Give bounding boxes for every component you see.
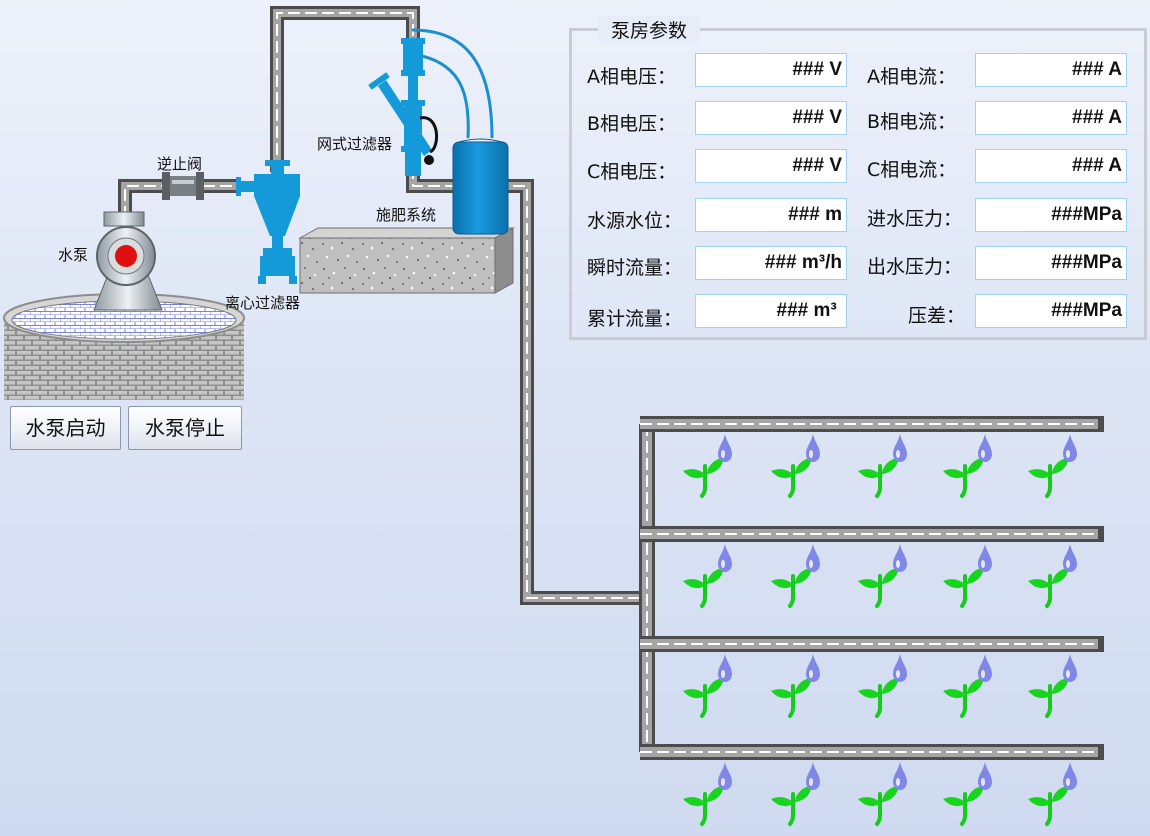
plant-icon: [941, 784, 986, 826]
label-outlet-pressure: 出水压力：: [867, 256, 963, 278]
value-b-voltage: ### V: [695, 101, 847, 135]
value-c-current: ### A: [975, 149, 1127, 183]
label-pressure-diff: 压差：: [908, 305, 966, 327]
plant-icon: [856, 566, 901, 608]
label-total-flow: 累计流量：: [587, 308, 683, 330]
plant-icon: [769, 456, 814, 498]
value-instant-flow: ### m³/h: [695, 246, 847, 280]
fertilizer-tank-icon: [298, 138, 515, 294]
water-drop-icon: [978, 762, 992, 790]
plant-icon: [1026, 456, 1071, 498]
label-b-voltage: B相电压：: [587, 113, 677, 135]
plant-icon: [769, 566, 814, 608]
water-drop-icon: [893, 434, 907, 462]
value-water-level: ### m: [695, 198, 847, 232]
water-drop-icon: [893, 654, 907, 682]
plant-icon: [941, 566, 986, 608]
plant-icon: [681, 676, 726, 718]
label-inlet-pressure: 进水压力：: [867, 208, 963, 230]
plant-icon: [769, 784, 814, 826]
pump-stop-button[interactable]: 水泵停止: [128, 406, 242, 450]
plant-icon: [681, 456, 726, 498]
screen-filter-label: 网式过滤器: [317, 135, 393, 153]
value-a-current: ### A: [975, 53, 1127, 87]
water-drop-icon: [806, 434, 820, 462]
water-drop-icon: [1063, 544, 1077, 572]
check-valve-label: 逆止阀: [157, 155, 203, 173]
water-well: [3, 293, 245, 400]
label-a-voltage: A相电压：: [587, 66, 676, 88]
water-drop-icon: [718, 434, 732, 462]
label-a-current: A相电流：: [867, 66, 956, 88]
plant-icon: [681, 566, 726, 608]
pump-label: 水泵: [58, 246, 89, 264]
label-instant-flow: 瞬时流量：: [587, 257, 683, 279]
water-drop-icon: [978, 544, 992, 572]
plant-icon: [941, 456, 986, 498]
water-drop-icon: [718, 654, 732, 682]
label-b-current: B相电流：: [867, 111, 957, 133]
plant-icon: [941, 676, 986, 718]
panel-title: 泵房参数: [598, 16, 701, 43]
value-a-voltage: ### V: [695, 53, 847, 87]
water-drop-icon: [893, 544, 907, 572]
fertigation-label: 施肥系统: [376, 206, 437, 224]
value-inlet-pressure: ###MPa: [975, 198, 1127, 232]
value-c-voltage: ### V: [695, 149, 847, 183]
value-b-current: ### A: [975, 101, 1127, 135]
plant-icon: [769, 676, 814, 718]
value-total-flow: ### m³: [695, 294, 847, 328]
plant-rows: [681, 434, 1077, 826]
plant-icon: [1026, 676, 1071, 718]
label-c-current: C相电流：: [867, 159, 957, 181]
value-outlet-pressure: ###MPa: [975, 246, 1127, 280]
pump-room-panel: [569, 28, 1147, 340]
pump-start-button[interactable]: 水泵启动: [10, 406, 121, 450]
water-drop-icon: [806, 762, 820, 790]
centrifugal-filter-label: 离心过滤器: [225, 294, 301, 312]
label-water-level: 水源水位：: [587, 210, 683, 232]
water-drop-icon: [806, 544, 820, 572]
water-drop-icon: [806, 654, 820, 682]
label-c-voltage: C相电压：: [587, 161, 677, 183]
plant-icon: [856, 676, 901, 718]
plant-icon: [681, 784, 726, 826]
water-drop-icon: [1063, 434, 1077, 462]
pump-icon: [93, 211, 163, 311]
water-drop-icon: [718, 544, 732, 572]
screen-filter-icon: [368, 28, 494, 176]
water-drop-icon: [893, 762, 907, 790]
water-drop-icon: [978, 434, 992, 462]
plant-icon: [1026, 784, 1071, 826]
water-drop-icon: [978, 654, 992, 682]
water-drop-icon: [1063, 654, 1077, 682]
drip-laterals: [640, 416, 1104, 760]
plant-icon: [856, 456, 901, 498]
plant-icon: [1026, 566, 1071, 608]
water-drop-icon: [718, 762, 732, 790]
water-drop-icon: [1063, 762, 1077, 790]
check-valve-icon: [162, 172, 204, 200]
centrifugal-filter-icon: [236, 160, 300, 284]
plant-icon: [856, 784, 901, 826]
value-pressure-diff: ###MPa: [975, 294, 1127, 328]
